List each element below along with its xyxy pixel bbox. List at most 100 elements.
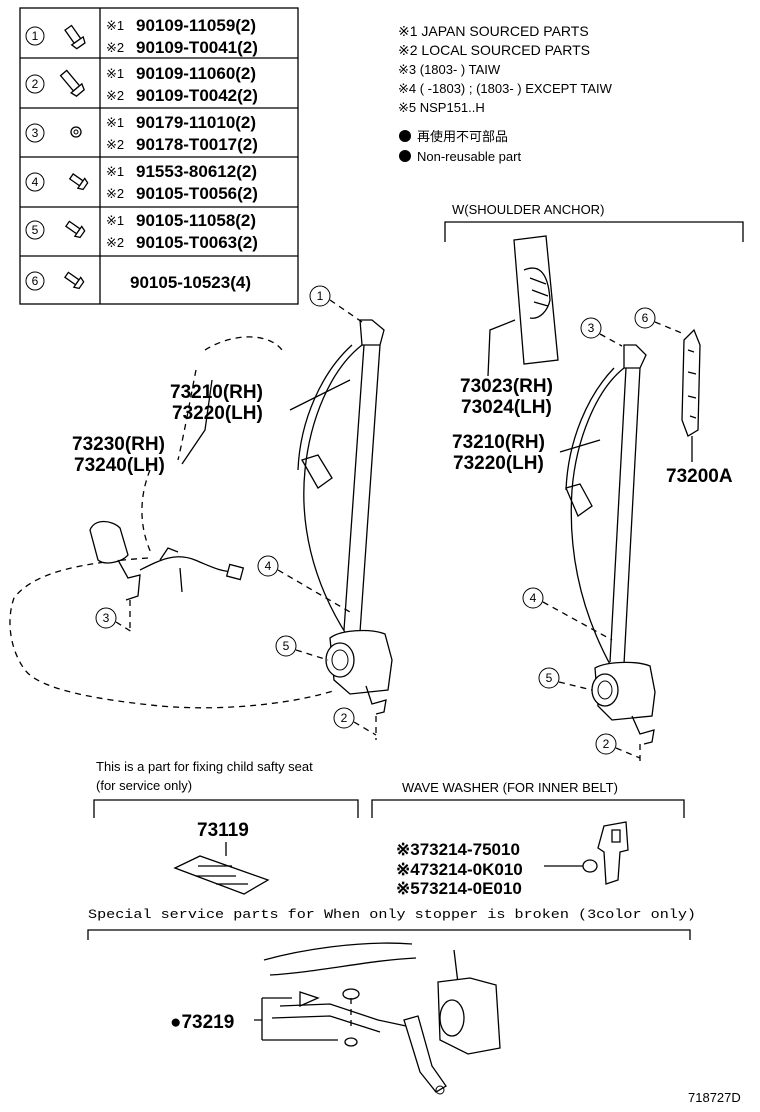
right-assembly: W(SHOULDER ANCHOR) 73023(RH) 73024(LH): [444, 202, 744, 766]
stopper-part-number: ●73219: [170, 1012, 234, 1033]
notes-block: ※1 JAPAN SOURCED PARTS ※2 LOCAL SOURCED …: [398, 23, 613, 164]
legend-part-number: 91553-80612(2): [136, 162, 257, 181]
child-seat-caption: (for service only): [96, 778, 192, 793]
svg-text:3: 3: [103, 611, 110, 625]
legend-row-3: 3 ※1 90179-11010(2) ※2 90178-T0017(2): [25, 113, 258, 154]
legend-mark: ※2: [106, 88, 124, 103]
svg-text:6: 6: [642, 311, 649, 325]
svg-text:1: 1: [317, 289, 324, 303]
belt-tongue-icon: [597, 821, 629, 885]
svg-text:3: 3: [588, 321, 595, 335]
bracket-73200A: [681, 328, 701, 437]
buckle-part-number: 73230(RH): [72, 434, 165, 455]
ref-callout: 4: [257, 555, 351, 613]
bracket-part-number: 73200A: [666, 466, 733, 487]
special-caption: Special service parts for When only stop…: [88, 907, 696, 922]
legend-mark: ※1: [106, 18, 124, 33]
svg-text:4: 4: [265, 559, 272, 573]
child-seat-caption: This is a part for fixing child safty se…: [96, 759, 313, 774]
legend-mark: ※1: [106, 115, 124, 130]
legend-mark: ※2: [106, 137, 124, 152]
legend-part-number: 90105-10523(4): [130, 273, 251, 292]
legend-mark: ※1: [106, 164, 124, 179]
filled-dot-icon: [399, 150, 411, 162]
wave-washer-caption: WAVE WASHER (FOR INNER BELT): [402, 780, 618, 795]
note-line: ※2 LOCAL SOURCED PARTS: [398, 42, 590, 58]
legend-part-number: 90179-11010(2): [136, 113, 256, 132]
wave-washer-part-number: ※473214-0K010: [396, 860, 523, 879]
buckle-assembly-left: [89, 520, 245, 601]
legend-ref-number: 2: [32, 77, 39, 91]
anchor-cover-part-number: 73024(LH): [461, 397, 552, 418]
svg-text:5: 5: [546, 671, 553, 685]
nonreusable-jp: 再使用不可部品: [417, 129, 508, 144]
svg-text:2: 2: [341, 711, 348, 725]
anchor-cover-part-number: 73023(RH): [460, 376, 553, 397]
legend-ref-number: 6: [32, 274, 39, 288]
legend-row-2: 2 ※1 90109-11060(2) ※2 90109-T0042(2): [25, 64, 258, 105]
ref-callout: 1: [309, 285, 363, 323]
ref-callout: 2: [595, 733, 641, 766]
ref-callout: 5: [275, 635, 329, 661]
ref-callout: 5: [538, 667, 593, 691]
legend-part-number: 90109-T0041(2): [136, 38, 258, 57]
ref-callout: 3: [580, 317, 623, 347]
seat-belt-assembly-right: [565, 344, 656, 745]
ref-callout: 4: [522, 587, 613, 641]
legend-ref-number: 3: [32, 126, 39, 140]
ref-callout: 3: [95, 600, 133, 633]
buckle-part-number: 73240(LH): [74, 455, 165, 476]
note-line: ※4 ( -1803) ; (1803- ) EXCEPT TAIW: [398, 81, 613, 96]
bolt-icon: [59, 69, 85, 97]
wave-washer-part-number: ※373214-75010: [396, 840, 520, 859]
left-assembly: 1 4 5 2 3 73210(RH) 73220(LH) 73230(RH) …: [9, 285, 393, 740]
legend-mark: ※2: [106, 235, 124, 250]
wave-washer-part-number: ※573214-0E010: [396, 879, 522, 898]
wave-washer-icon: [582, 859, 598, 873]
legend-ref-number: 1: [32, 29, 39, 43]
legend-row-6: 6 90105-10523(4): [25, 271, 251, 292]
seat-belt-assembly-left: [297, 319, 393, 715]
legend-row-5: 5 ※1 90105-11058(2) ※2 90105-T0063(2): [25, 211, 258, 252]
bolt-icon: [64, 24, 86, 50]
belt-part-number: 73210(RH): [170, 382, 263, 403]
child-seat-plate: [173, 855, 270, 895]
legend-part-number: 90109-11060(2): [136, 64, 256, 83]
bolt-icon: [65, 220, 86, 239]
legend-ref-number: 4: [32, 175, 39, 189]
nut-icon: [70, 126, 82, 138]
legend-ref-number: 5: [32, 223, 39, 237]
legend-part-number: 90178-T0017(2): [136, 135, 258, 154]
legend-mark: ※2: [106, 40, 124, 55]
shoulder-anchor-label: W(SHOULDER ANCHOR): [452, 202, 604, 217]
belt-part-number: 73220(LH): [172, 403, 263, 424]
legend-part-number: 90105-T0056(2): [136, 184, 258, 203]
ref-callout: 6: [634, 307, 685, 335]
legend-mark: ※1: [106, 66, 124, 81]
child-seat-part-section: This is a part for fixing child safty se…: [93, 759, 359, 895]
svg-text:5: 5: [283, 639, 290, 653]
stopper-assembly: [263, 942, 501, 1095]
bolt-icon: [64, 271, 85, 290]
legend-part-number: 90109-T0042(2): [136, 86, 258, 105]
svg-text:2: 2: [603, 737, 610, 751]
bolt-icon: [68, 173, 89, 191]
ref-callout: 2: [333, 707, 377, 740]
legend-mark: ※1: [106, 213, 124, 228]
special-service-section: Special service parts for When only stop…: [87, 907, 696, 1095]
nonreusable-en: Non-reusable part: [417, 149, 521, 164]
legend-part-number: 90105-T0063(2): [136, 233, 258, 252]
anchor-cover: [513, 235, 559, 365]
belt-part-number: 73220(LH): [453, 453, 544, 474]
legend-mark: ※2: [106, 186, 124, 201]
legend-part-number: 90109-11059(2): [136, 16, 256, 35]
legend-row-4: 4 ※1 91553-80612(2) ※2 90105-T0056(2): [25, 162, 258, 203]
note-line: ※5 NSP151..H: [398, 100, 485, 115]
fastener-legend-table: 1 ※1 90109-11059(2) ※2 90109-T0041(2) 2 …: [19, 7, 299, 305]
diagram-id: 718727D: [688, 1090, 741, 1105]
legend-part-number: 90105-11058(2): [136, 211, 256, 230]
filled-dot-icon: [399, 130, 411, 142]
child-seat-part-number: 73119: [197, 820, 249, 841]
wave-washer-section: WAVE WASHER (FOR INNER BELT) ※373214-750…: [371, 780, 685, 898]
